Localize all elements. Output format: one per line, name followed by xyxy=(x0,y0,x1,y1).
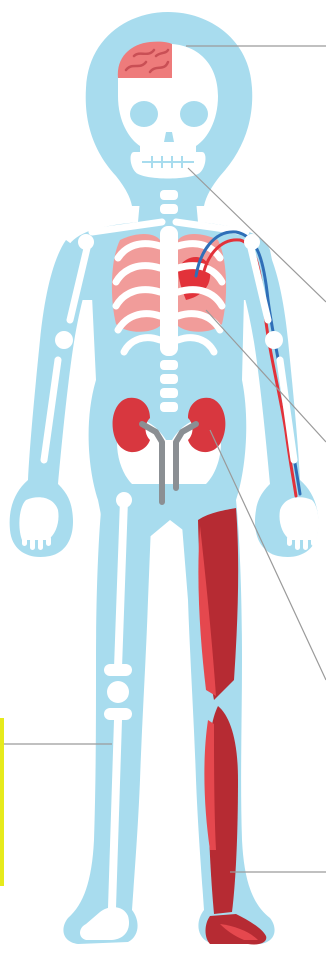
left-finger xyxy=(46,536,51,546)
vertebra xyxy=(160,360,178,370)
vertebra xyxy=(160,388,178,398)
left-elbow-joint xyxy=(55,331,73,349)
left-knee-base xyxy=(104,708,132,720)
right-eye-socket xyxy=(180,101,208,127)
left-hip-joint xyxy=(116,492,132,508)
right-finger xyxy=(303,538,308,550)
left-leg-silhouette xyxy=(63,500,152,944)
right-elbow-joint xyxy=(265,331,283,349)
vertebra xyxy=(160,374,178,384)
left-finger xyxy=(30,538,35,550)
left-finger xyxy=(22,536,27,546)
right-finger xyxy=(311,536,316,546)
left-knee-cap xyxy=(104,664,132,676)
left-hand xyxy=(19,497,58,540)
right-finger xyxy=(295,538,300,550)
vertebra xyxy=(160,402,178,412)
right-hand xyxy=(279,497,318,540)
left-shoulder-joint xyxy=(78,234,94,250)
vertebra xyxy=(160,204,178,214)
left-knee-joint xyxy=(107,681,129,703)
left-finger xyxy=(38,538,43,550)
left-eye-socket xyxy=(130,101,158,127)
right-finger xyxy=(287,536,292,546)
vertebra xyxy=(160,190,178,200)
